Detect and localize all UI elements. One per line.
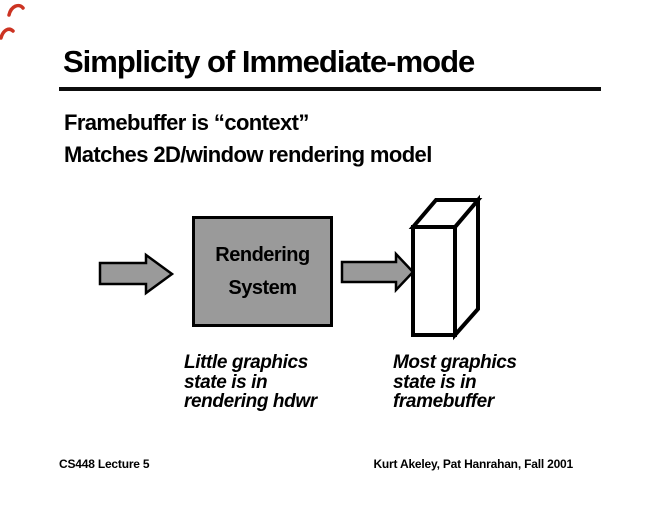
red-pen-mark-1 — [7, 3, 25, 17]
slide-title: Simplicity of Immediate-mode — [63, 44, 475, 79]
input-arrow-icon — [98, 252, 175, 296]
framebuffer-cube-icon — [408, 194, 483, 341]
rendering-system-label-line2: System — [228, 277, 297, 299]
output-arrow-icon — [340, 250, 415, 294]
title-underline-rule — [59, 87, 601, 91]
caption-little-graphics-state: Little graphics state is in rendering hd… — [184, 352, 317, 412]
rendering-system-label-line1: Rendering — [215, 244, 310, 266]
bullet-framebuffer-context: Framebuffer is “context” — [64, 110, 309, 135]
rendering-system-box: Rendering System — [192, 216, 333, 327]
bullet-matches-2d-model: Matches 2D/window rendering model — [64, 142, 432, 167]
red-pen-mark-2 — [0, 27, 15, 40]
footer-course-lecture: CS448 Lecture 5 — [59, 457, 150, 471]
footer-authors-term: Kurt Akeley, Pat Hanrahan, Fall 2001 — [373, 457, 573, 471]
caption-most-graphics-state: Most graphics state is in framebuffer — [393, 352, 517, 412]
